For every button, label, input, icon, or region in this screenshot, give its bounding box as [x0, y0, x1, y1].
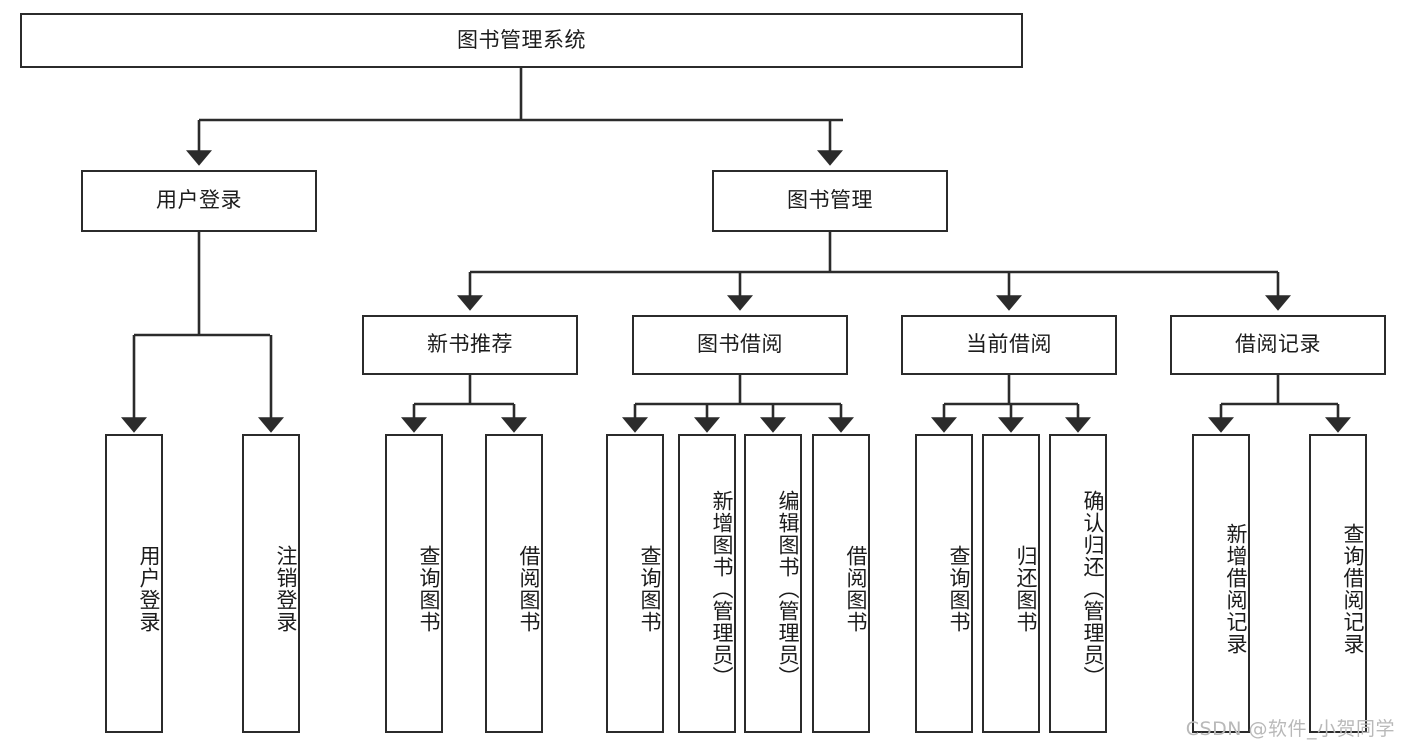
node-label: 新增借阅记录	[1224, 522, 1248, 655]
node-root-book-management-system[interactable]: 图书管理系统	[20, 13, 1023, 68]
node-label: 用户登录	[137, 544, 161, 633]
node-label: 查询图书	[417, 544, 441, 633]
leaf-new-book-query-book[interactable]: 查询图书	[385, 434, 443, 733]
node-label: 用户登录	[156, 188, 242, 213]
node-label: 新增图书（管理员）	[710, 489, 734, 688]
node-label: 归还图书	[1014, 544, 1038, 633]
node-label: 查询借阅记录	[1341, 522, 1365, 655]
node-label: 编辑图书（管理员）	[776, 489, 800, 688]
leaf-current-borrow-confirm-return-admin[interactable]: 确认归还（管理员）	[1049, 434, 1107, 733]
node-label: 查询图书	[947, 544, 971, 633]
leaf-user-login-user-login[interactable]: 用户登录	[105, 434, 163, 733]
leaf-book-borrow-edit-book-admin[interactable]: 编辑图书（管理员）	[744, 434, 802, 733]
leaf-user-login-logout[interactable]: 注销登录	[242, 434, 300, 733]
leaf-book-borrow-query-book[interactable]: 查询图书	[606, 434, 664, 733]
node-current-borrow[interactable]: 当前借阅	[901, 315, 1117, 375]
node-new-book-recommend[interactable]: 新书推荐	[362, 315, 578, 375]
leaf-current-borrow-query-book[interactable]: 查询图书	[915, 434, 973, 733]
leaf-book-borrow-borrow-book[interactable]: 借阅图书	[812, 434, 870, 733]
node-label: 借阅记录	[1235, 332, 1321, 357]
leaf-current-borrow-return-book[interactable]: 归还图书	[982, 434, 1040, 733]
node-label: 新书推荐	[427, 332, 513, 357]
node-label: 确认归还（管理员）	[1081, 489, 1105, 688]
node-label: 当前借阅	[966, 332, 1052, 357]
node-label: 借阅图书	[844, 544, 868, 633]
leaf-borrow-record-query-record[interactable]: 查询借阅记录	[1309, 434, 1367, 733]
leaf-borrow-record-add-record[interactable]: 新增借阅记录	[1192, 434, 1250, 733]
node-label: 查询图书	[638, 544, 662, 633]
node-label: 注销登录	[274, 544, 298, 633]
leaf-new-book-borrow-book[interactable]: 借阅图书	[485, 434, 543, 733]
node-label: 图书借阅	[697, 332, 783, 357]
node-label: 借阅图书	[517, 544, 541, 633]
node-book-borrow[interactable]: 图书借阅	[632, 315, 848, 375]
leaf-book-borrow-add-book-admin[interactable]: 新增图书（管理员）	[678, 434, 736, 733]
node-user-login[interactable]: 用户登录	[81, 170, 317, 232]
node-label: 图书管理系统	[457, 27, 586, 52]
csdn-watermark: CSDN @软件_小贺同学	[1185, 718, 1395, 740]
node-borrow-record[interactable]: 借阅记录	[1170, 315, 1386, 375]
node-label: 图书管理	[787, 188, 873, 213]
node-book-management[interactable]: 图书管理	[712, 170, 948, 232]
